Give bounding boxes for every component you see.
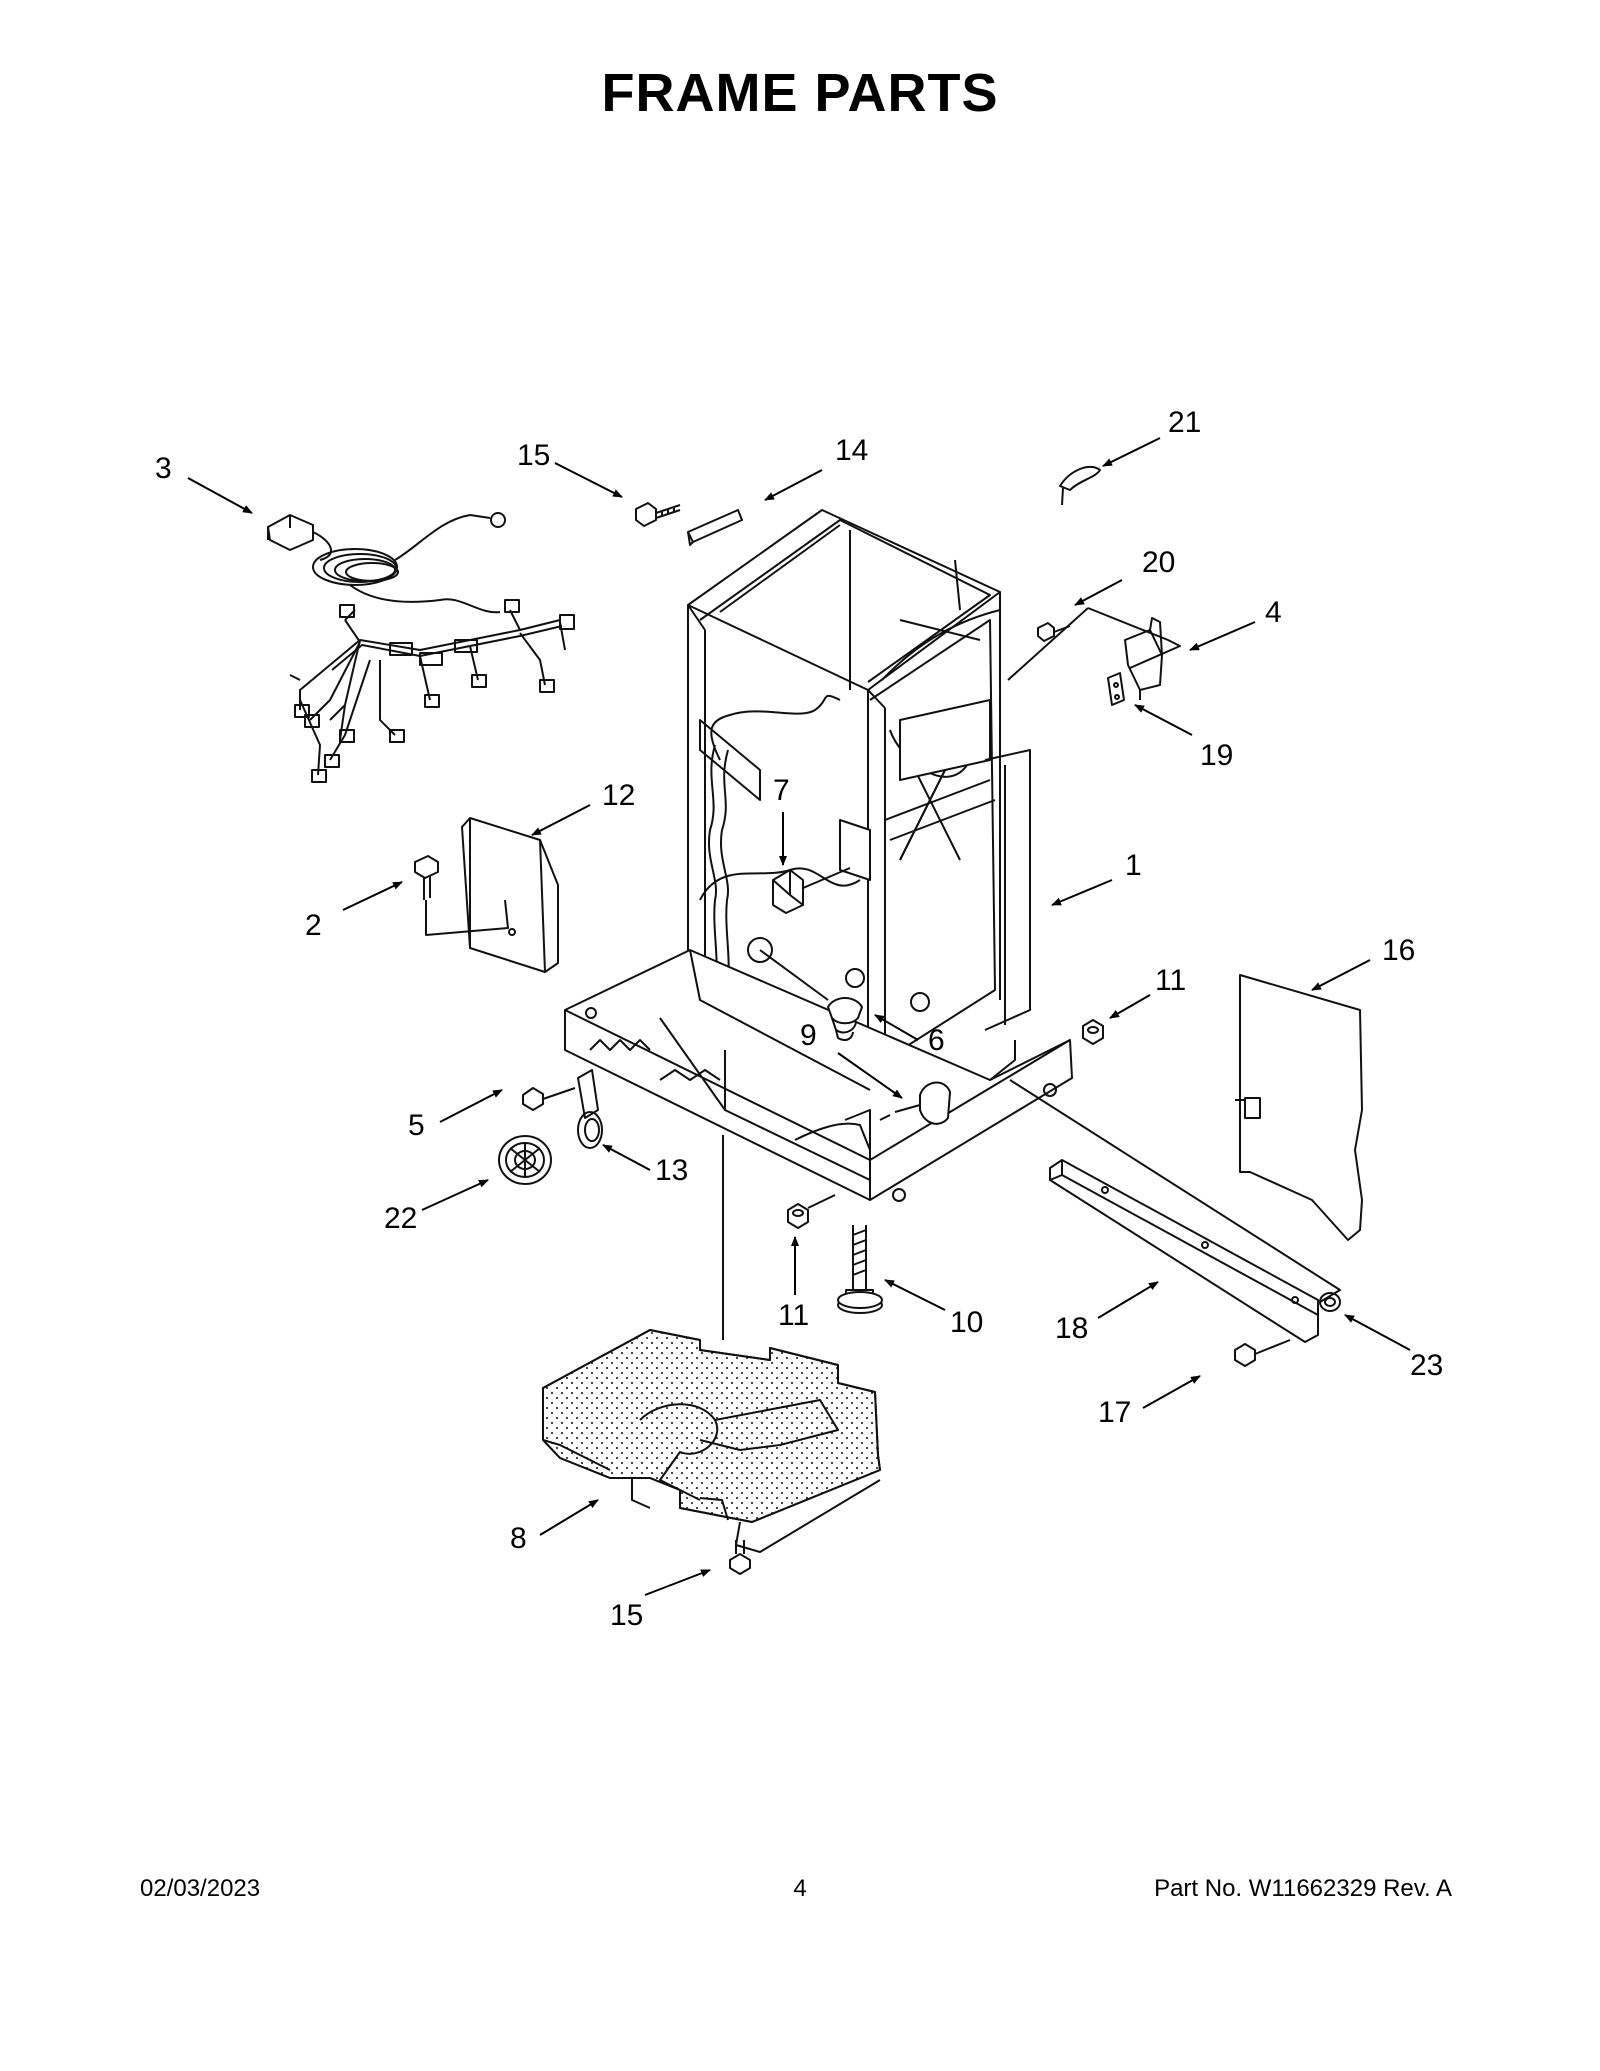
wire-harness-part [267, 512, 575, 783]
footer-date: 02/03/2023 [140, 1875, 261, 1902]
callout-6: 6 [928, 1024, 945, 1057]
callout-17: 17 [1098, 1396, 1131, 1429]
callout-2: 2 [305, 909, 322, 942]
callout-10: 10 [950, 1306, 983, 1339]
base-shield-part [542, 1329, 881, 1553]
callout-15: 15 [517, 439, 550, 472]
leveling-leg-part [837, 1225, 883, 1314]
callout-11: 11 [778, 1299, 809, 1332]
callout-15: 15 [610, 1599, 643, 1632]
callout-12: 12 [602, 779, 635, 812]
callout-9: 9 [800, 1019, 817, 1052]
footer-page-number: 4 [793, 1875, 807, 1902]
callout-22: 22 [384, 1202, 417, 1235]
callout-21: 21 [1168, 406, 1201, 439]
back-panel-part [1235, 974, 1363, 1241]
screw-part [1037, 622, 1071, 642]
screw-part [635, 502, 681, 527]
callout-23: 23 [1410, 1349, 1443, 1382]
callout-20: 20 [1142, 546, 1175, 579]
callout-7: 7 [773, 774, 790, 807]
cabinet-frame-part [564, 509, 1073, 1202]
caster-part [577, 1069, 603, 1149]
screw-part [1234, 1339, 1291, 1367]
callout-11: 11 [1155, 964, 1186, 997]
footer-part-number: Part No. W11662329 Rev. A [1154, 1875, 1452, 1902]
thermostat-part [879, 1081, 951, 1125]
callout-8: 8 [510, 1522, 527, 1555]
connector-part [772, 867, 851, 914]
bracket-part [687, 509, 743, 546]
door-switch-part [1124, 617, 1163, 700]
callout-1: 1 [1125, 849, 1142, 882]
screw-part [414, 855, 509, 936]
callout-16: 16 [1382, 934, 1415, 967]
bracket-part [1107, 672, 1125, 706]
nut-part [787, 1194, 836, 1229]
callout-18: 18 [1055, 1312, 1088, 1345]
page-title: FRAME PARTS [601, 63, 999, 123]
screw-part [729, 1540, 751, 1575]
rail-part [1049, 1159, 1319, 1343]
callout-3: 3 [155, 452, 172, 485]
wheel-part [498, 1135, 552, 1185]
callout-arrows [187, 437, 1411, 1596]
callout-5: 5 [408, 1109, 425, 1142]
callout-13: 13 [655, 1154, 688, 1187]
nut-part [1082, 1019, 1104, 1045]
callout-19: 19 [1200, 739, 1233, 772]
cover-part [461, 817, 559, 973]
callout-14: 14 [835, 434, 868, 467]
callout-labels: 3 15 14 21 20 4 19 7 12 2 1 11 16 9 6 5 … [155, 406, 1443, 1632]
callout-4: 4 [1265, 596, 1282, 629]
clip-part [1059, 465, 1101, 506]
screw-part [522, 1087, 576, 1111]
plug-part [759, 949, 863, 1041]
